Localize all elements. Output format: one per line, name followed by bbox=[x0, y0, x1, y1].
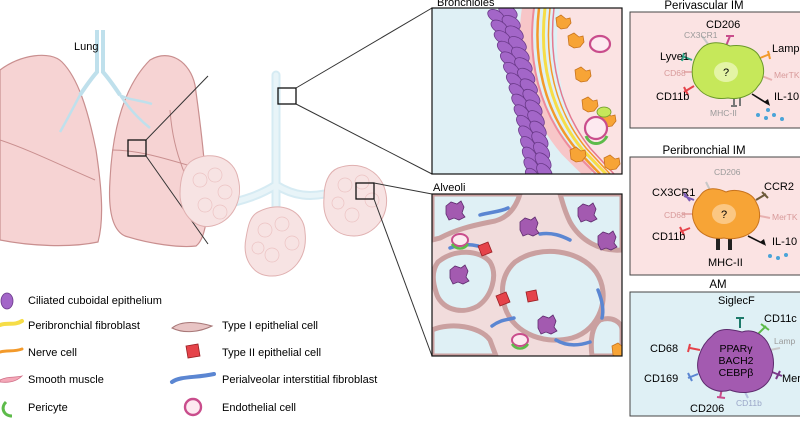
am-title: AM bbox=[709, 279, 726, 291]
pv-marker-lamp: Lamp bbox=[772, 43, 800, 55]
yellow-fibroblast-icon bbox=[0, 319, 24, 327]
peribronchial-panel: ? bbox=[629, 156, 800, 276]
bronchial-tree bbox=[179, 7, 433, 357]
ciliated-cell bbox=[524, 167, 541, 174]
pv-marker-lyve1: Lyve1 bbox=[660, 51, 689, 63]
am-marker-cd11b: CD11b bbox=[736, 398, 762, 408]
legend-label-type2: Type II epithelial cell bbox=[222, 347, 321, 359]
am-cell-text-3: CEBPβ bbox=[719, 367, 754, 379]
bronchioles-panel bbox=[432, 8, 622, 174]
bronchioles-frame bbox=[431, 7, 623, 175]
am-marker-mer: Mer bbox=[782, 373, 800, 385]
pb-marker-ccr2: CCR2 bbox=[764, 181, 794, 193]
bronchioles-label: Bronchioles bbox=[437, 0, 495, 9]
pb-marker-cd206: CD206 bbox=[714, 167, 741, 177]
am-marker-lamp: Lamp bbox=[774, 336, 796, 346]
legend-label-peribronchial-fibroblast: Peribronchial fibroblast bbox=[28, 320, 140, 332]
pb-marker-mhcii: MHC-II bbox=[708, 257, 743, 269]
legend-label-endothelial: Endothelial cell bbox=[222, 402, 296, 414]
legend-label-smooth-muscle: Smooth muscle bbox=[28, 374, 104, 386]
pv-marker-cx3cr1: CX3CR1 bbox=[684, 30, 718, 40]
legend-label-perialveolar-fibroblast: Perialveolar interstitial fibroblast bbox=[222, 374, 377, 386]
type1-cell-icon bbox=[171, 322, 214, 333]
pb-cytokine: IL-10 bbox=[772, 236, 797, 248]
pb-marker-cx3cr1: CX3CR1 bbox=[652, 187, 695, 199]
pv-marker-mertk: MerTK bbox=[774, 70, 800, 80]
am-marker-cd206: CD206 bbox=[690, 403, 724, 415]
am-panel: PPARγ BACH2 CEBPβ bbox=[629, 291, 800, 417]
peribronchial-cell-mark: ? bbox=[721, 209, 727, 221]
perivascular-cell-mark: ? bbox=[723, 67, 729, 79]
pink-muscle-icon bbox=[0, 375, 24, 383]
ciliated-cell-icon bbox=[0, 292, 14, 310]
pv-marker-cd11b: CD11b bbox=[656, 91, 689, 103]
alveoli-panel bbox=[432, 194, 622, 356]
lung-illustration bbox=[0, 30, 209, 248]
legend-icons bbox=[0, 292, 216, 418]
perivascular-panel: ? bbox=[629, 11, 800, 129]
legend-label-type1: Type I epithelial cell bbox=[222, 320, 318, 332]
legend-label-pericyte: Pericyte bbox=[28, 402, 68, 414]
alveoli-label: Alveoli bbox=[433, 182, 465, 194]
orange-fiber-icon bbox=[0, 347, 24, 354]
pv-marker-cd68: CD68 bbox=[664, 68, 686, 78]
legend-label-ciliated: Ciliated cuboidal epithelium bbox=[28, 295, 162, 307]
pb-marker-cd68: CD68 bbox=[664, 210, 686, 220]
am-marker-cd169: CD169 bbox=[644, 373, 678, 385]
peribronchial-title: Peribronchial IM bbox=[662, 145, 745, 157]
ciliated-cell bbox=[536, 163, 553, 174]
alveoli-frame bbox=[431, 193, 623, 357]
am-marker-siglecf: SiglecF bbox=[718, 295, 755, 307]
lung-label: Lung bbox=[74, 41, 98, 53]
endothelial-ring-icon bbox=[183, 397, 203, 417]
pv-cytokine: IL-10 bbox=[774, 91, 799, 103]
pv-marker-cd206: CD206 bbox=[706, 19, 740, 31]
am-marker-cd68: CD68 bbox=[650, 343, 678, 355]
pb-marker-cd11b: CD11b bbox=[652, 231, 685, 243]
am-marker-cd11c: CD11c bbox=[764, 313, 797, 325]
green-pericyte-icon bbox=[1, 400, 13, 418]
am-cell-text-2: BACH2 bbox=[718, 355, 753, 367]
blue-fibroblast-icon bbox=[170, 372, 216, 384]
type2-cell-icon bbox=[185, 343, 201, 359]
legend-label-nerve: Nerve cell bbox=[28, 347, 77, 359]
perivascular-title: Perivascular IM bbox=[664, 0, 743, 12]
pb-marker-mertk: MerTK bbox=[772, 212, 798, 222]
pv-marker-mhcii: MHC-II bbox=[710, 108, 737, 118]
am-cell-text-1: PPARγ bbox=[719, 343, 753, 355]
